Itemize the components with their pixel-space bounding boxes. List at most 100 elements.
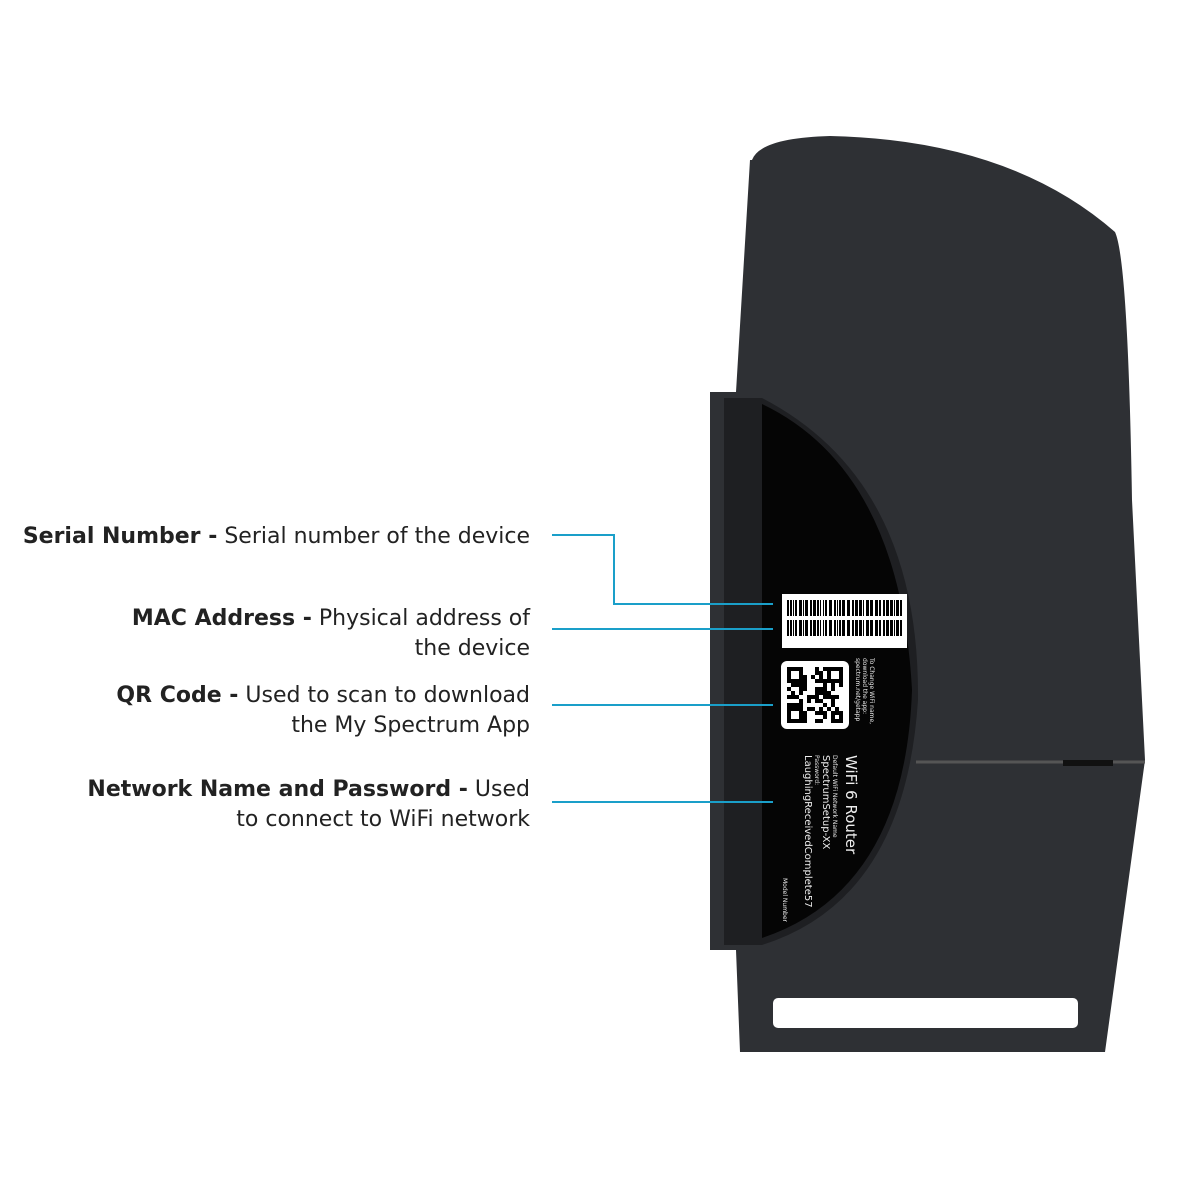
qr-module [787, 703, 791, 707]
qr-module [827, 675, 831, 679]
qr-module [839, 683, 843, 687]
qr-module [823, 687, 827, 691]
qr-module [827, 695, 831, 699]
barcode-bar [823, 600, 824, 616]
qr-module [835, 707, 839, 711]
barcode-bar [896, 600, 899, 616]
barcode-bar [886, 620, 889, 636]
barcode-bar [803, 600, 804, 616]
qr-module [819, 699, 823, 703]
qr-module [811, 707, 815, 711]
qr-module [799, 719, 803, 723]
qr-module [831, 695, 835, 699]
barcode-bar [852, 600, 854, 616]
barcode-bar [837, 600, 838, 616]
qr-module [839, 719, 843, 723]
barcode-bar [847, 620, 850, 636]
callout-qr-code: QR Code - Used to scan to download the M… [116, 683, 530, 738]
qr-module [835, 719, 839, 723]
barcode-bar [834, 600, 836, 616]
qr-module [791, 683, 795, 687]
barcode-bar [859, 620, 862, 636]
barcode-bar [799, 600, 802, 616]
qr-module [787, 719, 791, 723]
barcode-bar [805, 620, 808, 636]
barcode-bar [810, 620, 812, 636]
qr-module [787, 671, 791, 675]
barcode-bar [817, 600, 819, 616]
qr-module [831, 715, 835, 719]
barcode-bar [870, 600, 873, 616]
qr-module [799, 707, 803, 711]
qr-module [815, 695, 819, 699]
barcode-bar [793, 600, 794, 616]
barcode-bar [879, 600, 881, 616]
qr-module [819, 711, 823, 715]
qr-module [823, 679, 827, 683]
barcode-bar [900, 620, 902, 636]
qr-module [831, 703, 835, 707]
qr-module [819, 719, 823, 723]
barcode-bar [890, 600, 893, 616]
barcode-bar [795, 620, 797, 636]
qr-module [799, 699, 803, 703]
qr-module [831, 683, 835, 687]
qr-module [831, 679, 835, 683]
barcode-bar [870, 620, 873, 636]
barcode-bar [842, 620, 845, 636]
qr-module [811, 695, 815, 699]
qr-module [827, 671, 831, 675]
barcode-bar [799, 620, 802, 636]
barcode-bar [787, 600, 789, 616]
qr-module [803, 687, 807, 691]
model-number-label: Model Number [781, 878, 788, 923]
qr-module [819, 675, 823, 679]
qr-module [823, 667, 827, 671]
barcode-bar [795, 600, 797, 616]
qr-module [827, 667, 831, 671]
barcode-bar [834, 620, 836, 636]
qr-module [795, 707, 799, 711]
status-light [1063, 760, 1113, 766]
qr-module [807, 707, 811, 711]
qr-module [803, 719, 807, 723]
qr-module [799, 671, 803, 675]
qr-module [807, 695, 811, 699]
qr-module [819, 679, 823, 683]
barcode-bar [829, 600, 832, 616]
bottom-slot [773, 998, 1078, 1028]
qr-module [795, 683, 799, 687]
callout-network-name: Network Name and Password - Used to conn… [87, 777, 530, 832]
barcode-bar [829, 620, 832, 636]
qr-module [815, 679, 819, 683]
qr-module [791, 667, 795, 671]
qr-module [815, 711, 819, 715]
app-note: To Change WiFi name,download the app:spe… [854, 658, 875, 725]
qr-module [787, 667, 791, 671]
qr-module [803, 679, 807, 683]
qr-module [791, 679, 795, 683]
barcode-bar [810, 600, 812, 616]
barcode-bar [790, 620, 792, 636]
callout-serial-number: Serial Number - Serial number of the dev… [22, 524, 530, 549]
barcode-bar [820, 620, 821, 636]
barcode-bar [825, 600, 827, 616]
qr-module [835, 679, 839, 683]
network-info: Default WiFi Network Name SpectrumSetup-… [802, 755, 838, 908]
barcode-bar [875, 600, 878, 616]
qr-module [787, 707, 791, 711]
barcode-bar [823, 620, 824, 636]
qr-module [827, 679, 831, 683]
qr-module [799, 703, 803, 707]
qr-module [819, 707, 823, 711]
barcode-bar [875, 620, 878, 636]
qr-module [831, 711, 835, 715]
qr-module [823, 715, 827, 719]
qr-module [795, 719, 799, 723]
qr-module [815, 719, 819, 723]
qr-module [839, 715, 843, 719]
qr-module [795, 703, 799, 707]
barcode-bar [863, 600, 864, 616]
qr-module [835, 667, 839, 671]
